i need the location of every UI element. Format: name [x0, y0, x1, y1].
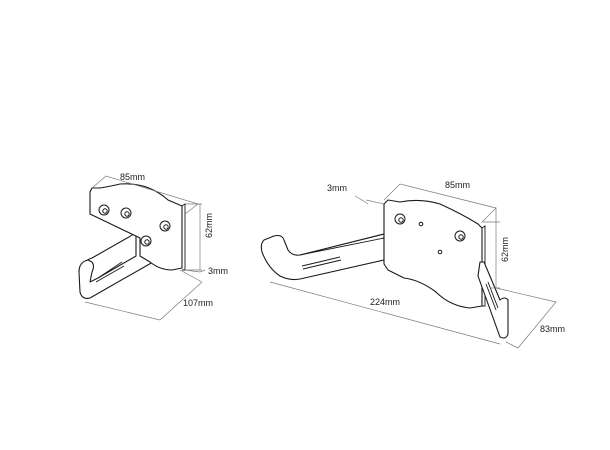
small-thickness-label: 3mm [208, 266, 228, 276]
large-thickness-label: 3mm [327, 183, 347, 193]
large-length-label: 224mm [370, 297, 401, 307]
large-height-label: 62mm [500, 236, 510, 262]
small-depth-label: 107mm [183, 298, 214, 308]
large-depth-label: 83mm [540, 324, 566, 334]
small-width-label: 85mm [120, 172, 146, 182]
small-height-label: 62mm [204, 212, 214, 238]
large-width-label: 85mm [445, 180, 471, 190]
large-bracket [260, 183, 557, 349]
small-bracket [78, 175, 206, 321]
